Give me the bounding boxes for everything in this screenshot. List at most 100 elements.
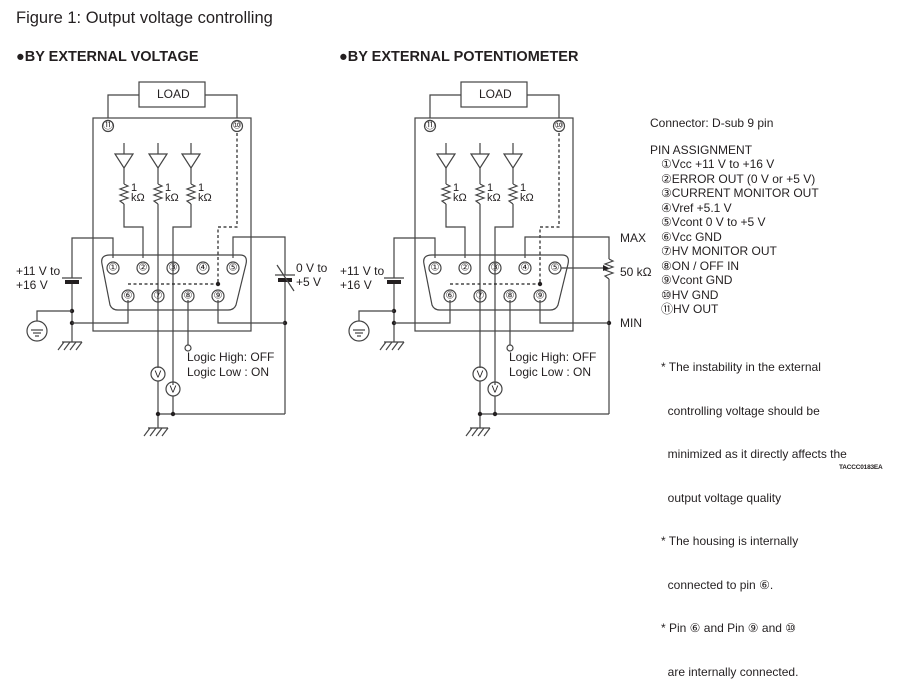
circuit-circle — [101, 119, 115, 133]
circuit-line — [379, 341, 387, 351]
circuit-g — [469, 143, 491, 184]
circuit-circle — [166, 261, 180, 275]
pin-assignment-item: ④Vref +5.1 V — [661, 200, 732, 215]
wire-r3-pin3 — [172, 204, 192, 385]
voltmeter-1-label: V — [155, 370, 162, 381]
circuit-line — [471, 427, 479, 437]
circuit-circle — [503, 289, 517, 303]
note-line: controlling voltage should be — [661, 403, 820, 418]
circuit-polyline — [393, 237, 436, 278]
dsub-connector — [101, 254, 247, 311]
circuit-polyline — [527, 94, 560, 118]
note-line: * Pin ⑥ and Pin ⑨ and ⑩ — [661, 621, 797, 635]
pin-6: ⑥ — [124, 291, 133, 302]
circuit-circle — [492, 411, 498, 417]
circuit-circle — [136, 261, 150, 275]
circuit-text: ③ — [491, 263, 500, 274]
resistor-3 — [185, 183, 197, 205]
circuit-circle — [488, 261, 502, 275]
resistor-unit: kΩ — [520, 192, 534, 204]
circuit-circle — [533, 289, 547, 303]
pin-3: ③ — [169, 263, 178, 274]
logic-low-label-2: Logic Low : ON — [509, 365, 592, 379]
circuit-g — [502, 143, 524, 184]
pin-assignment-item: ③CURRENT MONITOR OUT — [661, 186, 819, 200]
resistor-unit: kΩ — [198, 192, 212, 204]
battery-plate — [65, 280, 79, 284]
logic-high-label-2: Logic High: OFF — [509, 350, 597, 364]
pin8-terminal — [184, 344, 192, 352]
circuit-polyline — [358, 310, 394, 321]
pot-max-label: MAX — [620, 231, 647, 245]
circuit-text: ⑩ — [555, 121, 564, 132]
circuit-text: ② — [461, 263, 470, 274]
circuit-text: ⑦ — [476, 291, 485, 302]
dashed-pin10 — [217, 133, 238, 284]
dsub-connector-2 — [423, 254, 569, 311]
circuit-line — [63, 341, 71, 351]
circuit-circle — [506, 344, 514, 352]
pin-assignment-item: ⑪HV OUT — [661, 302, 719, 316]
diagram1-wiring: V V — [26, 81, 295, 437]
circuit-polygon — [147, 153, 169, 170]
wire-r1-pin2 — [123, 204, 144, 258]
wire-pin4-max — [524, 236, 610, 259]
control-label-b: +5 V — [296, 275, 322, 289]
note-line: minimized as it directly affects the — [661, 447, 847, 461]
pin-assignment-item: ⑧ON / OFF IN — [661, 258, 740, 273]
pin-assignment-item: ⑦HV MONITOR OUT — [661, 244, 777, 258]
circuit-polygon — [180, 153, 202, 170]
wire-pin6-ground — [72, 300, 129, 324]
circuit-text: ⑤ — [551, 263, 560, 274]
resistor-value: 1 — [198, 182, 205, 194]
circuit-line — [75, 341, 83, 351]
pot-value-label: 50 kΩ — [620, 265, 652, 279]
pot-min-label: MIN — [620, 316, 642, 330]
circuit-circle — [552, 119, 566, 133]
circuit-circle — [428, 261, 442, 275]
circuit-line — [69, 341, 77, 351]
circuit-polyline — [507, 183, 519, 205]
circuit-line — [483, 427, 491, 437]
pin-7: ⑦ — [154, 291, 163, 302]
voltmeter-3-label: V — [477, 370, 484, 381]
circuit-text: ⑨ — [536, 291, 545, 302]
circuit-circle — [458, 261, 472, 275]
variable-arrow — [276, 264, 295, 292]
pin-1: ① — [109, 263, 118, 274]
circuit-line — [143, 427, 151, 437]
circuit-circle — [423, 119, 437, 133]
pin-assignment-item: ①Vcc +11 V to +16 V — [661, 157, 775, 171]
resistor-value: 1 — [453, 182, 460, 194]
circuit-line — [397, 341, 405, 351]
resistor-unit: kΩ — [165, 192, 179, 204]
amplifier-1 — [113, 143, 135, 184]
figure-code: TACCC0183EA — [839, 464, 883, 471]
circuit-text: ① — [431, 263, 440, 274]
circuit-circle — [348, 320, 370, 342]
resistor-value: 1 — [165, 182, 172, 194]
circuit-polygon — [113, 153, 135, 170]
circuit-circle — [181, 289, 195, 303]
module-box — [92, 117, 252, 332]
pin-assignment-item: ⑤Vcont 0 V to +5 V — [661, 215, 766, 229]
resistor-value: 1 — [520, 182, 527, 194]
note-line: output voltage quality — [661, 490, 782, 505]
logic-low-label-1: Logic Low : ON — [187, 365, 270, 379]
resistor-value: 1 — [487, 182, 494, 194]
wire-load-pin11 — [107, 94, 139, 118]
circuit-circle — [477, 411, 483, 417]
resistor-2 — [152, 183, 164, 205]
wire-pin9-control — [217, 300, 285, 324]
pin-assignment-item: ⑩HV GND — [661, 287, 719, 302]
circuit-polyline — [445, 204, 466, 258]
pin-assignment-item: ⑥Vcc GND — [661, 229, 722, 244]
circuit-text: ④ — [521, 263, 530, 274]
pin-8: ⑧ — [184, 291, 193, 302]
module-box-2 — [414, 117, 574, 332]
circuit-polygon — [502, 153, 524, 170]
circuit-g — [435, 143, 457, 184]
